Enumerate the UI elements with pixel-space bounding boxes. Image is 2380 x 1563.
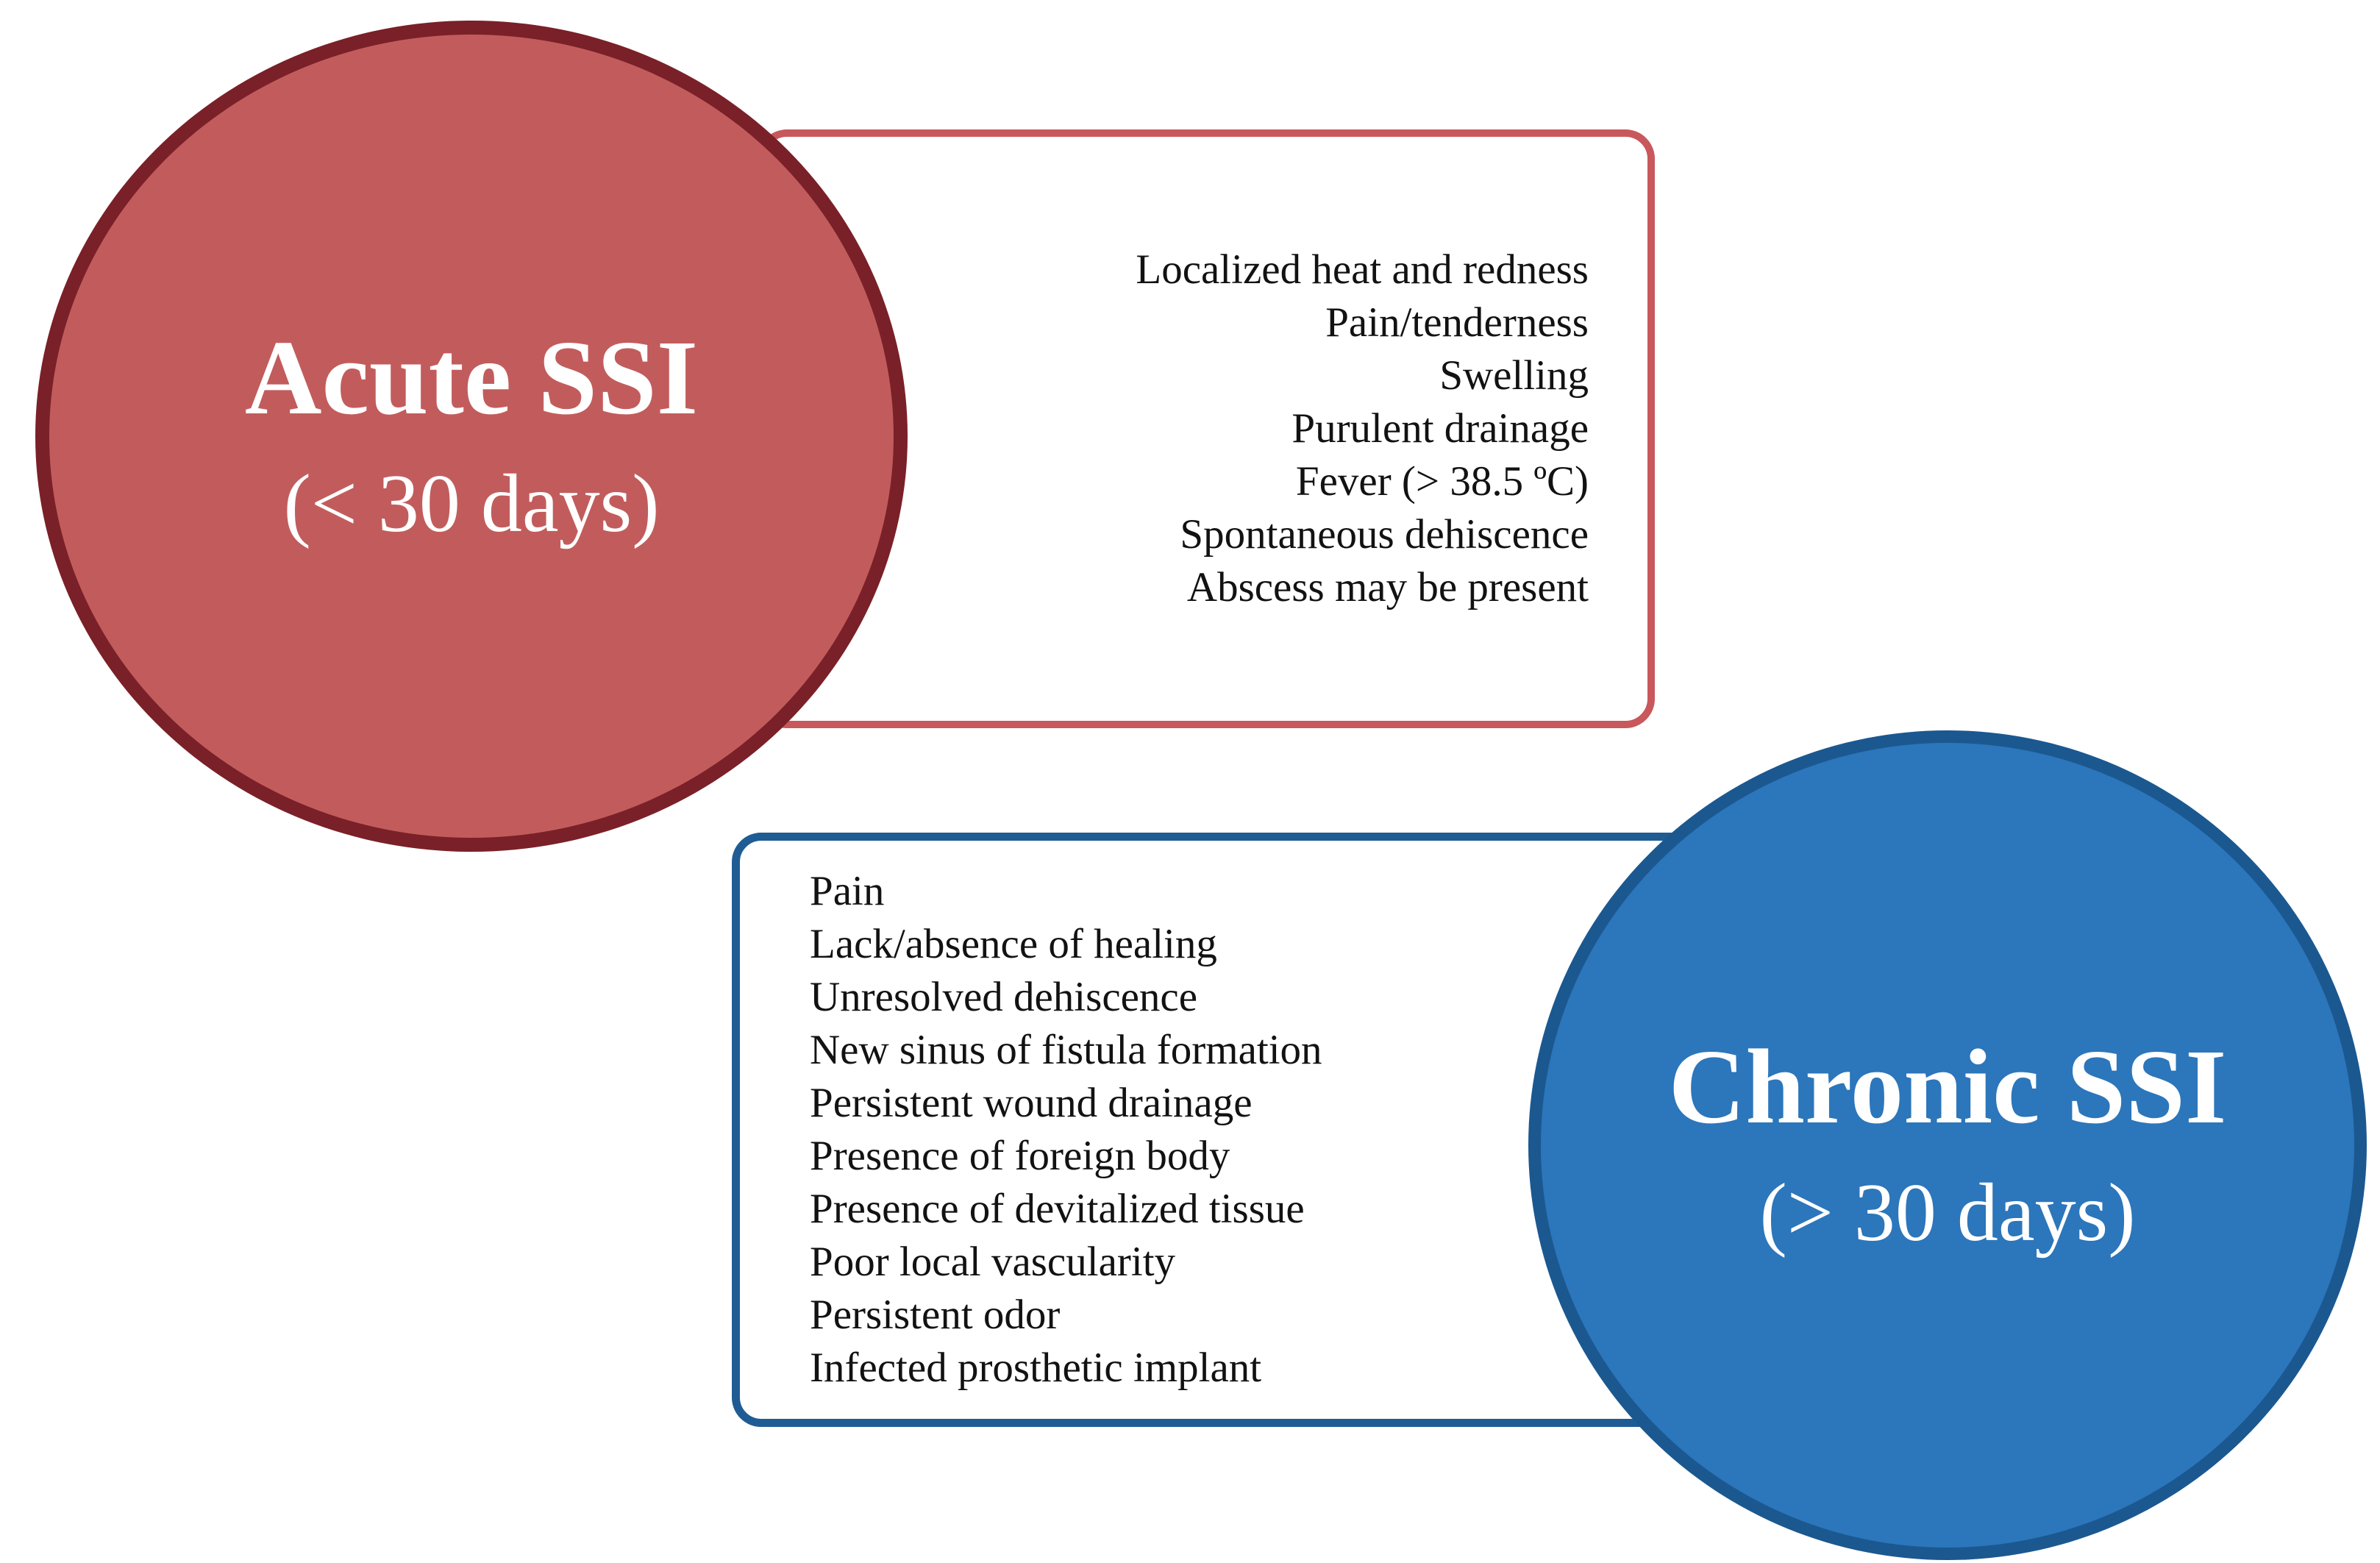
chronic-symptom-item: Lack/absence of healing	[810, 921, 1217, 967]
acute-circle-subtitle: (< 30 days)	[283, 458, 660, 550]
chronic-symptom-item: Infected prosthetic implant	[810, 1345, 1262, 1391]
chronic-symptom-item: Pain	[810, 868, 885, 914]
acute-symptom-item: Fever (> 38.5 ºC)	[1295, 458, 1589, 505]
chronic-symptom-item: Presence of foreign body	[810, 1133, 1230, 1179]
chronic-symptom-item: Persistent wound drainage	[810, 1080, 1253, 1126]
chronic-symptom-item: Presence of devitalized tissue	[810, 1186, 1305, 1232]
acute-symptom-item: Swelling	[1439, 352, 1589, 399]
acute-symptom-item: Localized heat and redness	[1136, 246, 1589, 293]
chronic-ssi-circle: Chronic SSI (> 30 days)	[1528, 730, 2367, 1560]
acute-symptoms-box: Localized heat and redness Pain/tenderne…	[758, 129, 1655, 728]
acute-circle-title: Acute SSI	[244, 318, 699, 437]
acute-symptom-item: Purulent drainage	[1291, 405, 1589, 452]
acute-symptom-item: Spontaneous dehiscence	[1180, 511, 1589, 558]
acute-symptom-item: Pain/tenderness	[1325, 299, 1589, 346]
chronic-circle-subtitle: (> 30 days)	[1759, 1167, 2136, 1259]
chronic-symptom-item: Persistent odor	[810, 1292, 1061, 1338]
acute-symptom-item: Abscess may be present	[1186, 564, 1589, 610]
chronic-circle-title: Chronic SSI	[1668, 1028, 2227, 1146]
acute-ssi-circle: Acute SSI (< 30 days)	[35, 21, 908, 852]
chronic-symptom-item: New sinus of fistula formation	[810, 1027, 1322, 1073]
chronic-symptom-item: Unresolved dehiscence	[810, 974, 1198, 1020]
chronic-symptom-item: Poor local vascularity	[810, 1239, 1176, 1285]
